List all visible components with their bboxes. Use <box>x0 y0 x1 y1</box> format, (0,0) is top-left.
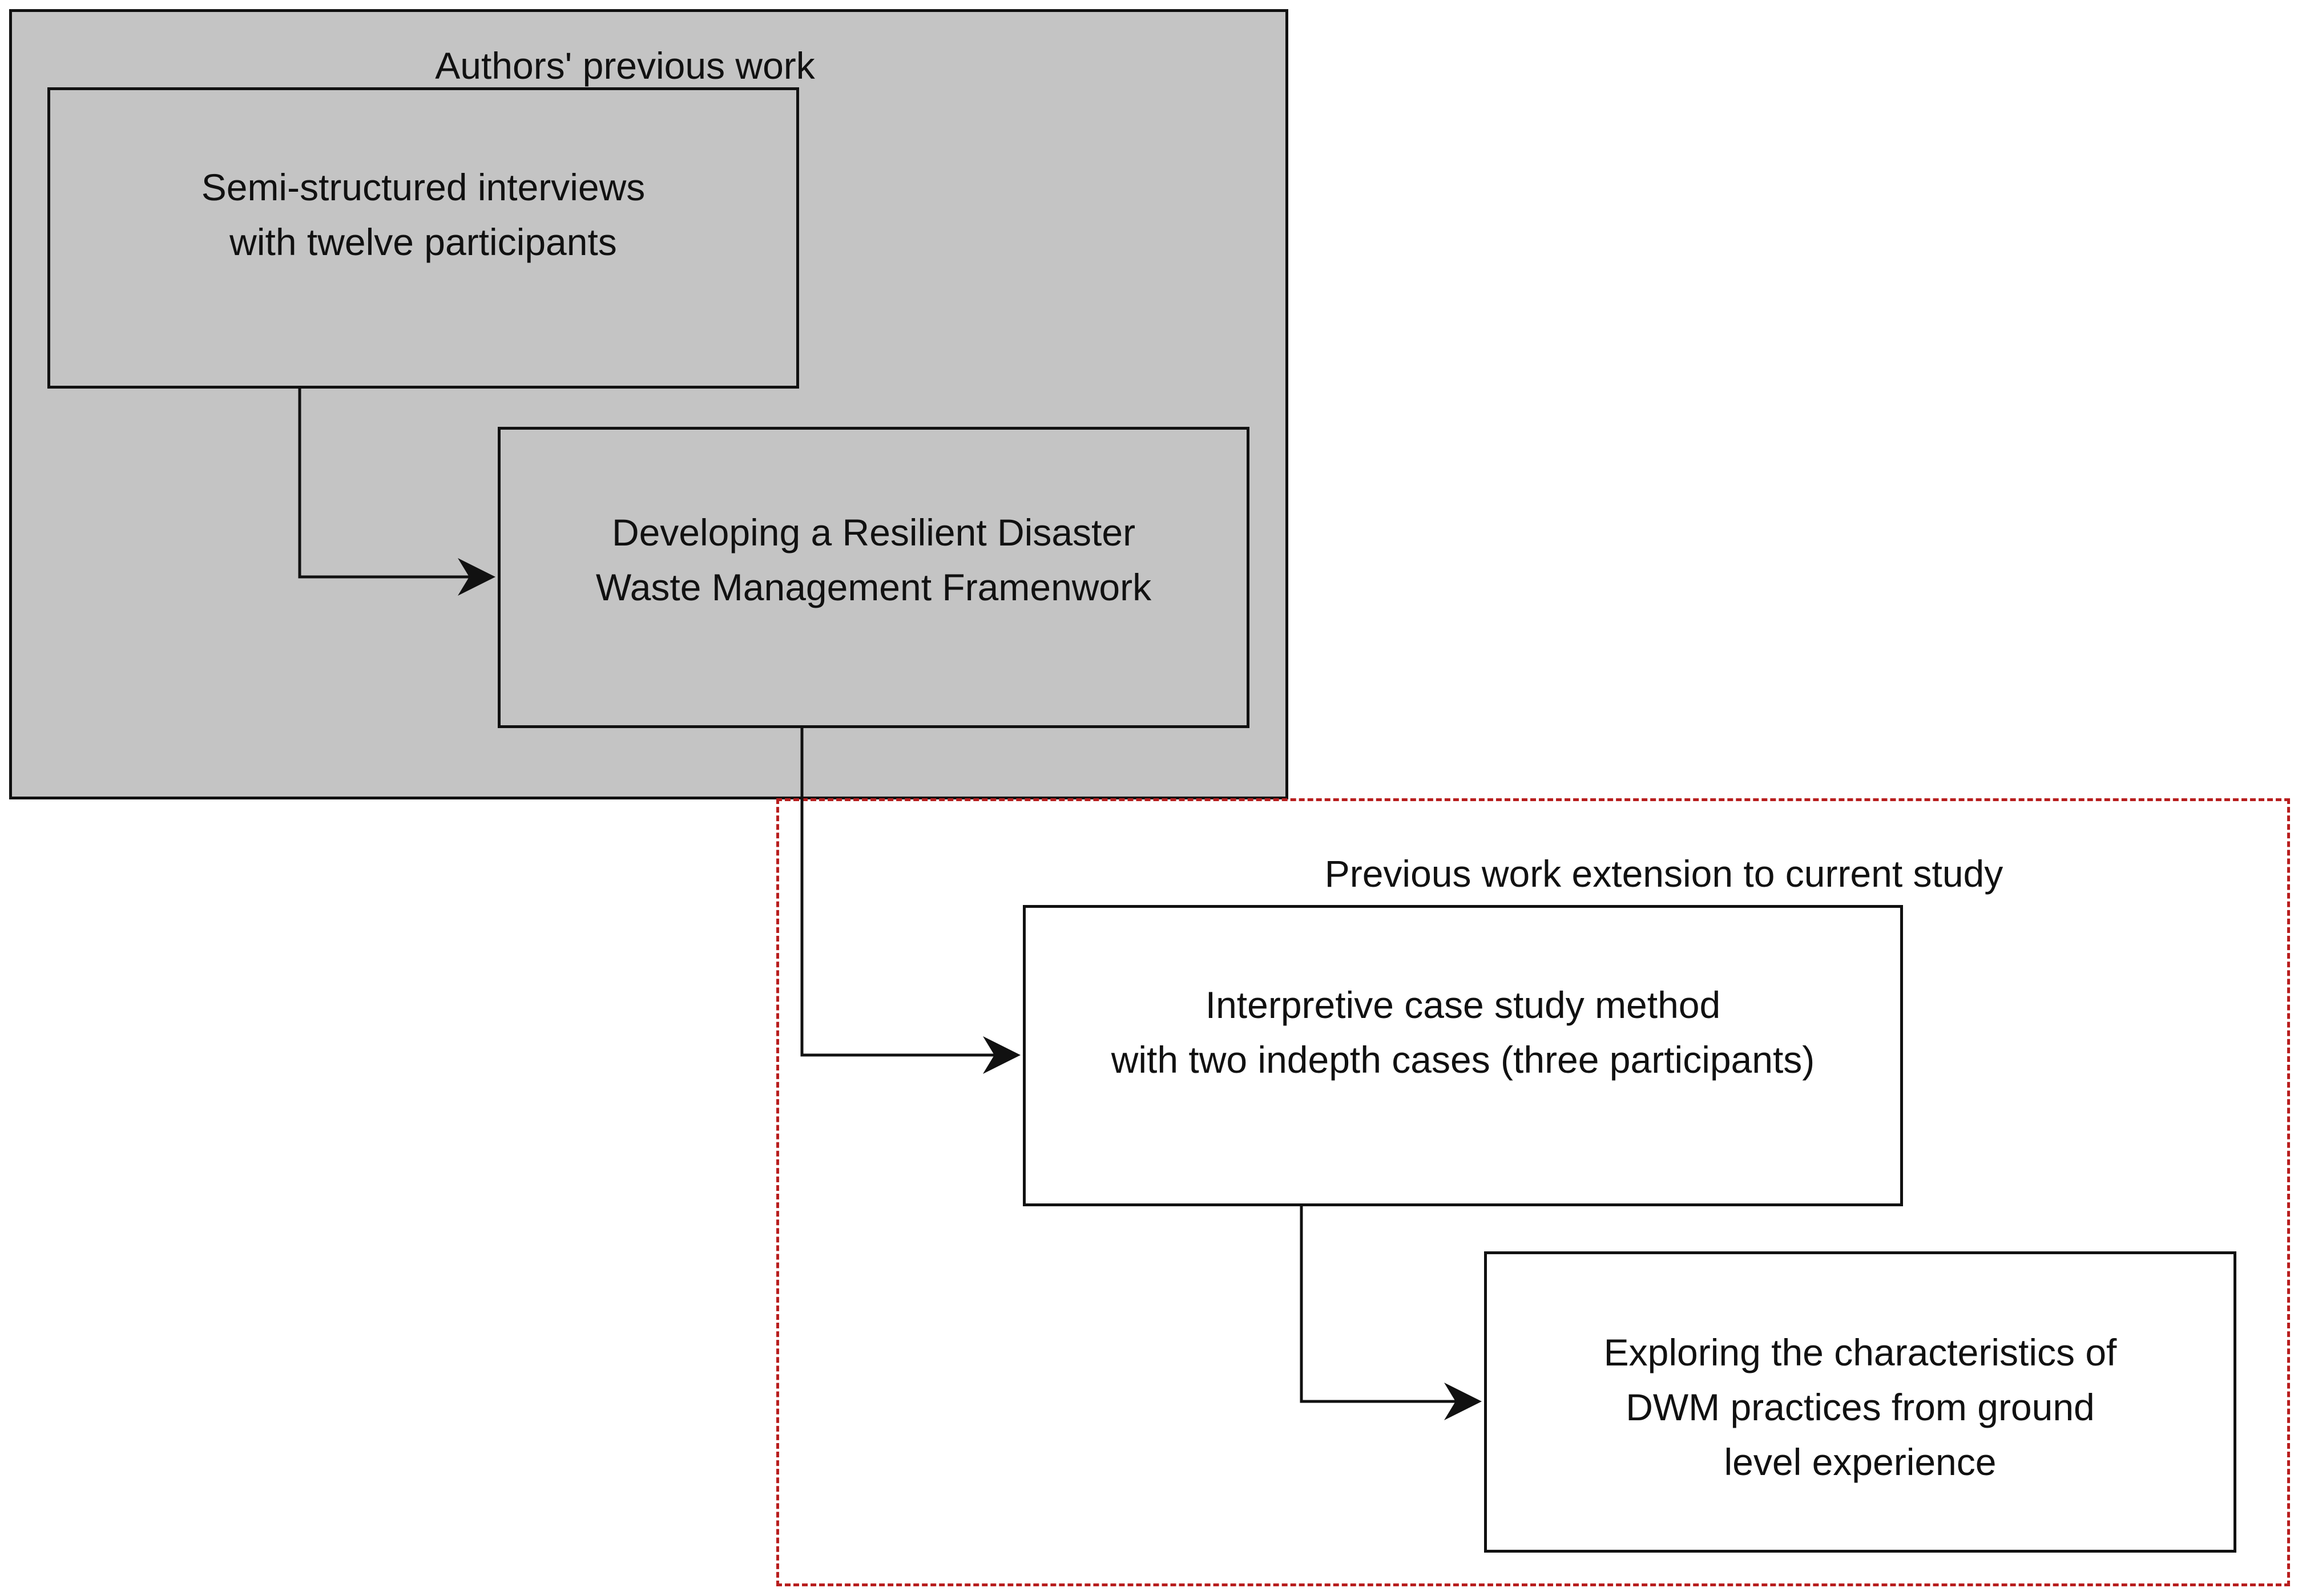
node-interpretive-case-study: Interpretive case study method with two … <box>1023 905 1903 1206</box>
node-developing-framework: Developing a Resilient Disaster Waste Ma… <box>498 427 1249 728</box>
group-title-previous-work: Authors' previous work <box>435 45 815 87</box>
group-title-extension: Previous work extension to current study <box>1324 852 2003 895</box>
node-label-framework: Developing a Resilient Disaster Waste Ma… <box>595 511 1152 608</box>
node-label-interviews: Semi-structured interviews with twelve p… <box>201 166 646 263</box>
node-exploring-characteristics: Exploring the characteristics of DWM pra… <box>1484 1251 2236 1553</box>
group-previous-work-extension <box>776 798 2290 1586</box>
node-label-case-study: Interpretive case study method with two … <box>1111 984 1815 1081</box>
node-semi-structured-interviews: Semi-structured interviews with twelve p… <box>47 87 799 389</box>
node-label-exploring: Exploring the characteristics of DWM pra… <box>1603 1331 2117 1483</box>
